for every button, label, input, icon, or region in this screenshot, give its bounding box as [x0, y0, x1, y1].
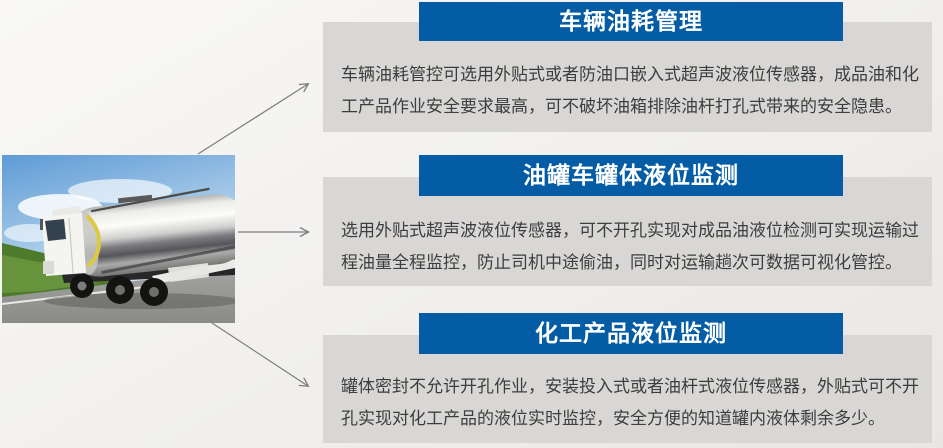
arrow-to-section-3-icon [208, 320, 308, 386]
section-title-1: 车辆油耗管理 [419, 2, 843, 41]
section-body-1: 车辆油耗管控可选用外贴式或者防油口嵌入式超声波液位传感器，成品油和化 工产品作业… [341, 65, 919, 116]
rear-fender [168, 263, 209, 282]
truck-wheels [70, 274, 168, 306]
arrow-to-section-1-icon [197, 84, 308, 155]
truck-shadow [44, 293, 235, 309]
section-title-2: 油罐车罐体液位监测 [419, 155, 843, 196]
section-body-3: 罐体密封不允许开孔作业，安装投入式或者油杆式液位传感器，外贴式可不开 孔实现对化… [341, 377, 919, 428]
section-title-3: 化工产品液位监测 [419, 313, 843, 354]
truck-cab [40, 206, 86, 276]
tanker-truck-photo [2, 155, 235, 323]
section-body-2: 选用外贴式超声波液位传感器，可不开孔实现对成品油液位检测可实现运输过 程油量全程… [341, 221, 919, 272]
yellow-hose [86, 215, 101, 267]
